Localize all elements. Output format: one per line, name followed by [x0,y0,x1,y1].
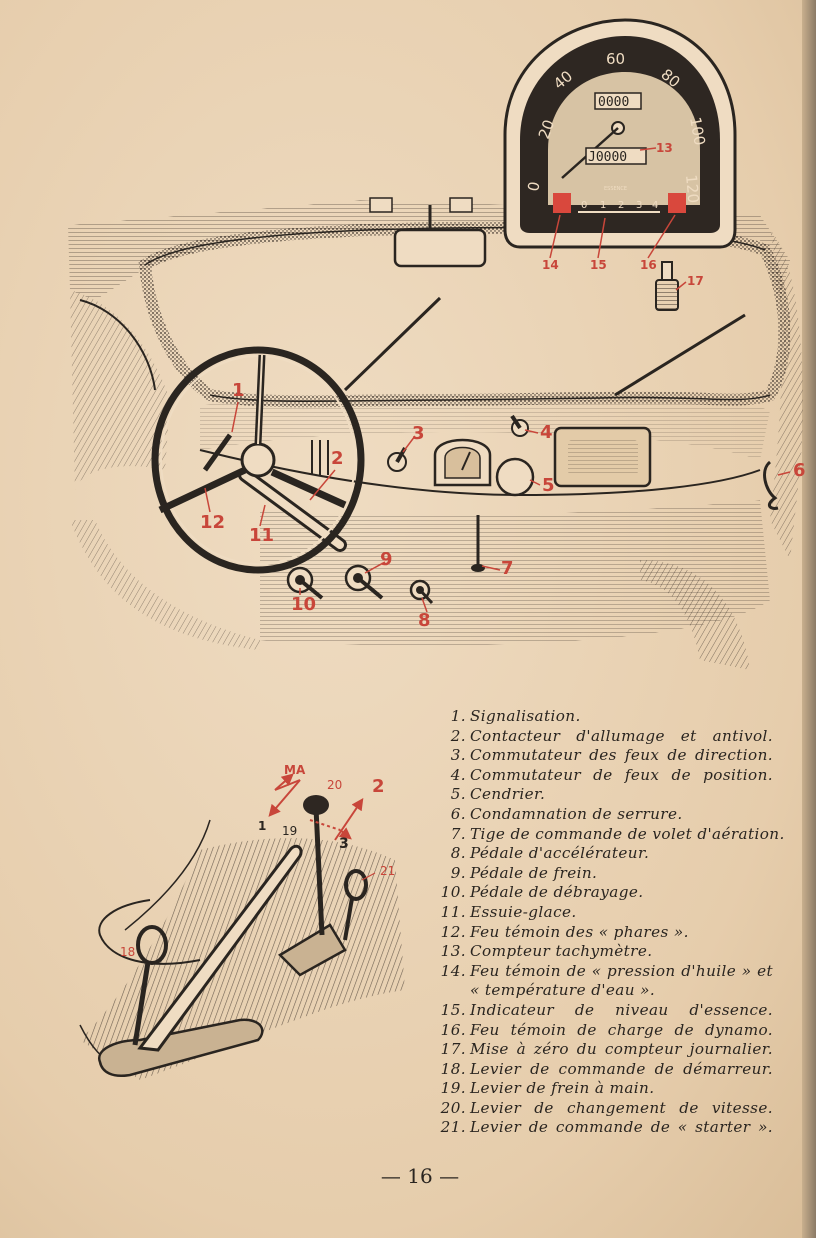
right-pillar [770,230,803,560]
trip-counter: 0000 [598,95,629,110]
callout-20: 20 [327,778,343,792]
legend-item: 15.Indicateur de niveau d'essence. [440,1000,773,1019]
callout-4: 4 [540,422,553,443]
ashtray [495,457,535,497]
total-counter: J0000 [588,150,627,165]
legend-item: 6.Condamnation de serrure. [450,804,683,823]
position-switch [510,414,529,437]
legend-item: 3.Commutateur des feux de direction. [450,746,773,765]
legend-item: 16.Feu témoin de charge de dynamo. [440,1020,773,1039]
legend-item: 20.Levier de changement de vitesse. [440,1098,773,1117]
fuel-label: ESSENCE [604,186,627,192]
choke-lever [343,869,368,941]
callout-15: 15 [590,258,607,272]
speedo-scale-0: 0 [524,180,543,193]
speedo-scale-120: 120 [682,174,702,204]
callout-19: 19 [282,824,298,838]
callout-10: 10 [291,594,317,615]
vent-slots [311,440,329,475]
dashboard-gauge [433,438,492,487]
signal-stalk [202,433,233,472]
trip-reset-knob [655,261,679,311]
callout-14: 14 [542,258,559,272]
rearview-mirror [369,197,487,268]
fuel-mark-2: 2 [618,200,624,211]
legend-item: 7.Tige de commande de volet d'aération. [450,824,785,843]
fuel-mark-1: 1 [600,200,606,211]
starter-lever [132,925,168,1046]
legend-item: 1.Signalisation. [450,707,581,725]
legend-item: 12.Feu témoin des « phares ». [440,922,689,941]
page-number: — 16 — [380,1164,460,1188]
brake-pedal [344,564,384,600]
callout-1: 1 [232,380,245,401]
parts-legend: 1.Signalisation. 2.Contacteur d'allumage… [428,707,785,1138]
callout-8: 8 [418,610,431,631]
callout-17: 17 [687,274,704,288]
gear-label-1: 1 [258,819,267,833]
handbrake-lever [137,844,303,1052]
speedometer [503,18,737,249]
accelerator-pedal [409,579,434,605]
callout-11: 11 [249,525,275,546]
legend-item: 11.Essuie-glace. [440,902,577,921]
legend-item: 18.Levier de commande de démarreur. [440,1059,773,1078]
left-wiper [343,296,442,392]
fuel-mark-4: 4 [652,200,658,211]
callout-6: 6 [793,460,806,481]
legend-item: « température d'eau ». [470,981,656,1000]
callout-13: 13 [656,141,673,155]
gear-label-2: 2 [372,776,385,797]
callout-5: 5 [542,475,555,496]
callout-16: 16 [640,258,657,272]
steering-wheel [151,346,365,574]
handbrake-base [98,1018,264,1077]
page-edge-shadow [802,0,816,1238]
legend-item: 13.Compteur tachymètre. [440,942,653,961]
legend-item: 4.Commutateur de feux de position. [450,765,773,784]
fuel-mark-0: 0 [581,200,587,211]
legend-item: 21.Levier de commande de « starter ». [440,1118,773,1137]
speedo-scale-20: 20 [535,117,558,141]
callout-leaders [204,147,791,613]
callout-9: 9 [380,549,393,570]
callout-2: 2 [331,448,344,469]
gear-shift-diagram [268,773,364,841]
callout-7: 7 [501,558,514,579]
left-door-panel [70,290,170,490]
callout-12: 12 [200,512,226,533]
floor-hatching [260,500,770,646]
gear-label-ma: MA [284,763,306,777]
gear-label-3: 3 [339,836,349,852]
callout-18: 18 [120,945,136,959]
door-lock [763,460,779,510]
legend-item: 9.Pédale de frein. [450,863,598,882]
legend-item: 17.Mise à zéro du compteur journalier. [440,1040,773,1059]
speedo-scale-100: 100 [686,116,709,147]
legend-item: 5.Cendrier. [450,785,546,804]
legend-item: 8.Pédale d'accélérateur. [450,844,650,863]
right-wiper [614,313,746,397]
legend-item: 10.Pédale de débrayage. [440,883,644,902]
legend-item: 14.Feu témoin de « pression d'huile » et [440,961,773,980]
fuel-mark-3: 3 [636,200,642,211]
legend-item: 2.Contacteur d'allumage et antivol. [450,726,773,745]
gear-lever [277,795,347,977]
legend-item: 19.Levier de frein à main. [440,1079,655,1098]
callout-21: 21 [380,864,396,878]
callout-3: 3 [412,423,425,444]
speedo-scale-60: 60 [606,50,625,68]
